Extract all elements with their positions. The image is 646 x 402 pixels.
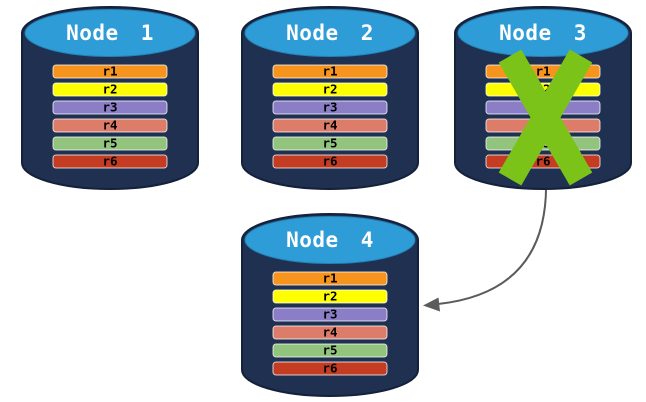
replica-bar-r4 <box>272 118 388 133</box>
replica-label-r4: r4 <box>322 325 337 340</box>
node-title: Node 4 <box>286 228 374 252</box>
replica-label-r4: r4 <box>102 118 117 133</box>
replica-label-r3: r3 <box>322 307 337 322</box>
replica-bar-r1 <box>272 271 388 286</box>
replica-bar-r3 <box>272 307 388 322</box>
replica-label-r6: r6 <box>322 361 337 376</box>
replica-bar-r6 <box>272 154 388 169</box>
arrow-curve <box>437 179 548 305</box>
cross-stroke-up <box>498 49 593 186</box>
node-title: Node 3 <box>499 21 587 45</box>
replica-label-r6: r6 <box>535 154 550 169</box>
cylinder-top <box>457 9 629 57</box>
replica-bar-r2 <box>272 82 388 97</box>
replica-bar-r5 <box>272 136 388 151</box>
replica-bar-r6 <box>52 154 168 169</box>
replica-bar-r4 <box>272 325 388 340</box>
replica-bar-r2 <box>272 289 388 304</box>
replica-label-r5: r5 <box>322 343 337 358</box>
replica-label-r4: r4 <box>322 118 337 133</box>
replica-label-r5: r5 <box>322 136 337 151</box>
cylinder-top <box>24 9 196 57</box>
replica-bar-r4 <box>52 118 168 133</box>
replica-bar-r6 <box>272 361 388 376</box>
replica-label-r2: r2 <box>322 289 337 304</box>
replica-label-r1: r1 <box>102 64 117 79</box>
replica-label-r1: r1 <box>322 64 337 79</box>
replica-bar-r5 <box>272 343 388 358</box>
replica-label-r2: r2 <box>102 82 117 97</box>
replica-bar-r3 <box>272 100 388 115</box>
replica-bar-r1 <box>272 64 388 79</box>
replica-label-r1: r1 <box>322 271 337 286</box>
replica-label-r1: r1 <box>535 64 550 79</box>
replica-label-r6: r6 <box>322 154 337 169</box>
replica-label-r6: r6 <box>102 154 117 169</box>
arrow-head-icon <box>423 297 440 312</box>
replica-label-r5: r5 <box>102 136 117 151</box>
replica-label-r3: r3 <box>322 100 337 115</box>
failure-cross-icon <box>498 49 593 186</box>
replica-label-r3: r3 <box>102 100 117 115</box>
node-2-cylinder: Node 2 r1 r2 r3 r4 r5 r6 <box>241 6 419 190</box>
replica-bar-r5 <box>52 136 168 151</box>
replica-label-r2: r2 <box>322 82 337 97</box>
replica-bar-r2 <box>52 82 168 97</box>
replica-bar-r1 <box>52 64 168 79</box>
node-title: Node 1 <box>66 21 154 45</box>
replica-bar-r3 <box>52 100 168 115</box>
node-4-cylinder: Node 4 r1 r2 r3 r4 r5 r6 <box>241 213 419 397</box>
cylinder-top <box>244 9 416 57</box>
cylinder-top <box>244 216 416 264</box>
node-1-cylinder: Node 1 r1 r2 r3 r4 r5 r6 <box>21 6 199 190</box>
node-title: Node 2 <box>286 21 374 45</box>
